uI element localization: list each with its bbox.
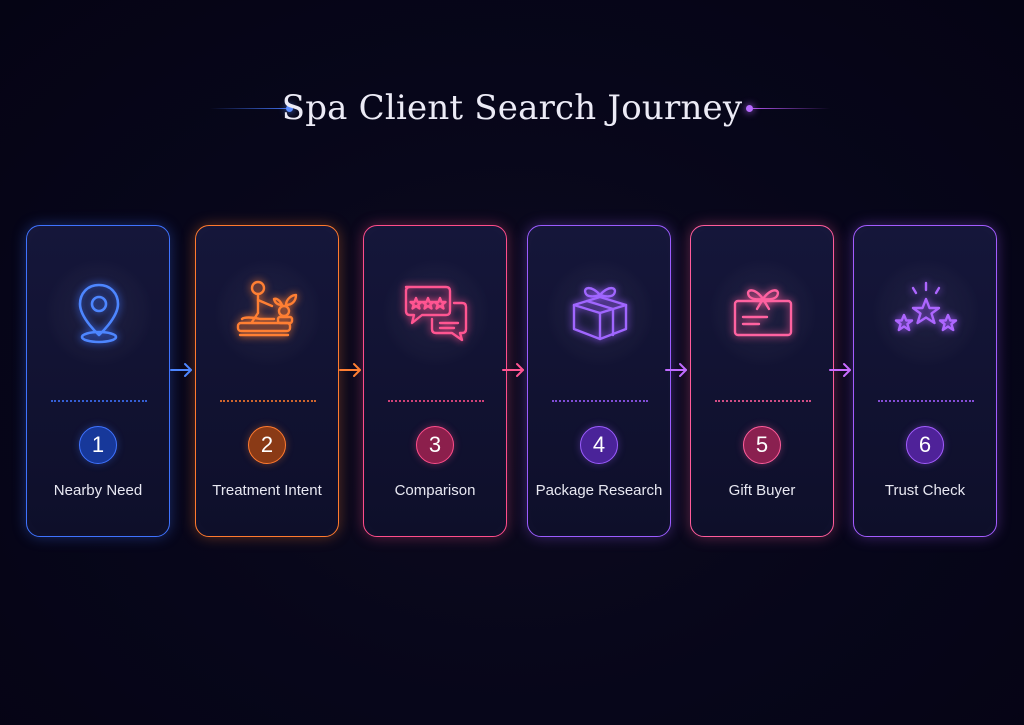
icon-circle [710,260,816,366]
arrow-right-icon [829,363,851,377]
step-number-badge: 6 [906,426,944,464]
step-number-badge: 5 [743,426,781,464]
step-number-badge: 4 [580,426,618,464]
step-number-badge: 3 [416,426,454,464]
gift-card-icon [733,289,793,337]
arrow-right-icon [665,363,687,377]
location-pin-icon [78,283,120,344]
step-divider [552,400,648,402]
arrow-right-icon [339,363,361,377]
stars-icon [894,281,958,332]
arrow-right-icon [502,363,524,377]
step-card-4: 4 Package Research [527,225,671,537]
step-divider [388,400,484,402]
step-label: Gift Buyer [728,482,796,499]
icon-circle [215,260,321,366]
step-card-6: 6 Trust Check [853,225,997,537]
step-label: Package Research [535,482,663,499]
page-title: Spa Client Search Journey [281,88,743,128]
title-decoration-left [210,108,288,109]
arrow-right-icon [170,363,192,377]
step-divider [51,400,147,402]
step-card-1: 1 Nearby Need [26,225,170,537]
icon-circle [46,260,152,366]
step-number-badge: 2 [248,426,286,464]
step-label: Comparison [394,482,476,499]
title-decoration-right [752,108,830,109]
title-decoration-dot-right [746,105,753,112]
title-decoration-dot-left [286,105,293,112]
step-card-5: 5 Gift Buyer [690,225,834,537]
icon-circle [547,260,653,366]
step-card-2: 2 Treatment Intent [195,225,339,537]
step-label: Nearby Need [53,482,143,499]
step-divider [220,400,316,402]
gift-box-icon [572,286,628,341]
step-divider [878,400,974,402]
step-divider [715,400,811,402]
step-label: Treatment Intent [212,482,322,499]
title-row: Spa Client Search Journey [0,82,1024,134]
icon-circle [873,260,979,366]
review-chat-icon [404,285,468,342]
step-card-3: 3 Comparison [363,225,507,537]
step-number-badge: 1 [79,426,117,464]
step-label: Trust Check [884,482,966,499]
massage-icon [236,280,298,337]
icon-circle [383,260,489,366]
